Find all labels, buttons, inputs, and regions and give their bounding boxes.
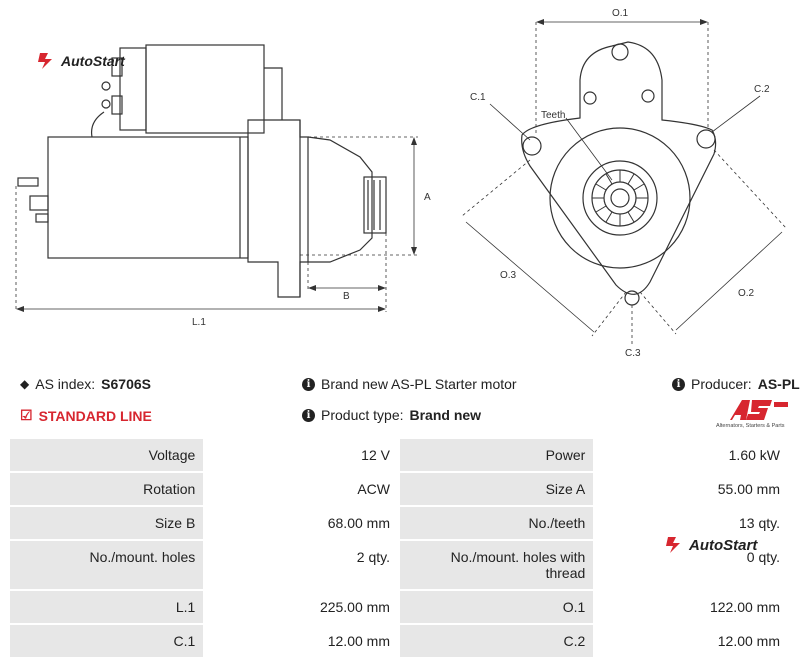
label-C2: C.2 <box>754 84 770 95</box>
product-type-value: Brand new <box>409 407 482 423</box>
tag-icon: ◆ <box>20 377 30 391</box>
label-C1: C.1 <box>470 92 486 103</box>
producer-row: i Producer: AS-PL <box>672 376 800 392</box>
spec-value: 1.60 kW <box>594 439 790 473</box>
spec-value: 12.00 mm <box>594 624 790 659</box>
spec-label: C.1 <box>10 624 206 659</box>
spec-label: No./mount. holes with thread <box>398 540 596 591</box>
spec-label: O.1 <box>398 590 596 625</box>
spec-value: 2 qty. <box>204 540 400 591</box>
motor-body <box>47 136 249 259</box>
spec-value: ACW <box>204 472 400 507</box>
spec-label: C.2 <box>398 624 596 659</box>
label-O1: O.1 <box>612 8 629 19</box>
front-housing-outer <box>549 127 691 269</box>
product-type-label: Product type: <box>321 407 404 423</box>
standard-line-label: STANDARD LINE <box>38 407 152 424</box>
product-type-row: i Product type: Brand new <box>302 407 481 423</box>
spec-value: 122.00 mm <box>594 590 790 625</box>
as-index-label: AS index: <box>35 376 96 392</box>
spec-value: 12 V <box>204 439 400 473</box>
label-O2: O.2 <box>738 288 755 299</box>
checkbox-icon: ☑ <box>20 407 33 423</box>
spec-label: Rotation <box>10 472 206 507</box>
description-row: i Brand new AS-PL Starter motor <box>302 376 517 392</box>
label-C3: C.3 <box>625 348 641 359</box>
spec-value: 12.00 mm <box>204 624 400 659</box>
as-pl-logo-mark-icon <box>730 400 788 420</box>
as-index-value: S6706S <box>101 376 151 392</box>
info-icon: i <box>302 377 315 391</box>
spec-value: 55.00 mm <box>594 472 790 507</box>
info-icon: i <box>672 377 685 391</box>
solenoid <box>145 44 265 134</box>
spec-value: 0 qty. <box>594 540 790 591</box>
label-L1: L.1 <box>192 317 206 328</box>
description-text: Brand new AS-PL Starter motor <box>321 376 517 392</box>
autostart-logo-text: AutoStart <box>61 53 125 69</box>
as-pl-caption: Alternators, Starters & Parts <box>716 423 785 429</box>
as-index-row: ◆ AS index: S6706S <box>20 376 151 392</box>
producer-value: AS-PL <box>757 376 800 392</box>
spec-label: No./teeth <box>398 506 596 541</box>
spec-value: 225.00 mm <box>204 590 400 625</box>
info-icon: i <box>302 408 315 422</box>
front-flange <box>521 41 717 295</box>
spec-value: 68.00 mm <box>204 506 400 541</box>
autostart-logo: AutoStart <box>36 52 125 70</box>
spec-label: Voltage <box>10 439 206 473</box>
label-teeth: Teeth <box>541 110 565 121</box>
spec-label: L.1 <box>10 590 206 625</box>
spec-label: Size A <box>398 472 596 507</box>
drive-housing <box>247 119 309 298</box>
label-A: A <box>424 192 431 203</box>
autostart-watermark-text: AutoStart <box>689 536 758 554</box>
autostart-mark-icon <box>666 537 680 553</box>
technical-drawing: A B L.1 <box>15 8 787 359</box>
label-B: B <box>343 291 350 302</box>
standard-line-row: ☑ STANDARD LINE <box>20 407 152 424</box>
autostart-watermark: AutoStart <box>664 536 757 554</box>
spec-label: Power <box>398 439 596 473</box>
pinion <box>363 176 387 234</box>
spec-label: Size B <box>10 506 206 541</box>
spec-value: 13 qty. <box>594 506 790 541</box>
autostart-mark-icon <box>38 53 52 69</box>
producer-label: Producer: <box>691 376 752 392</box>
as-pl-logo: Alternators, Starters & Parts <box>716 398 792 432</box>
spec-label: No./mount. holes <box>10 540 206 591</box>
label-O3: O.3 <box>500 270 517 281</box>
